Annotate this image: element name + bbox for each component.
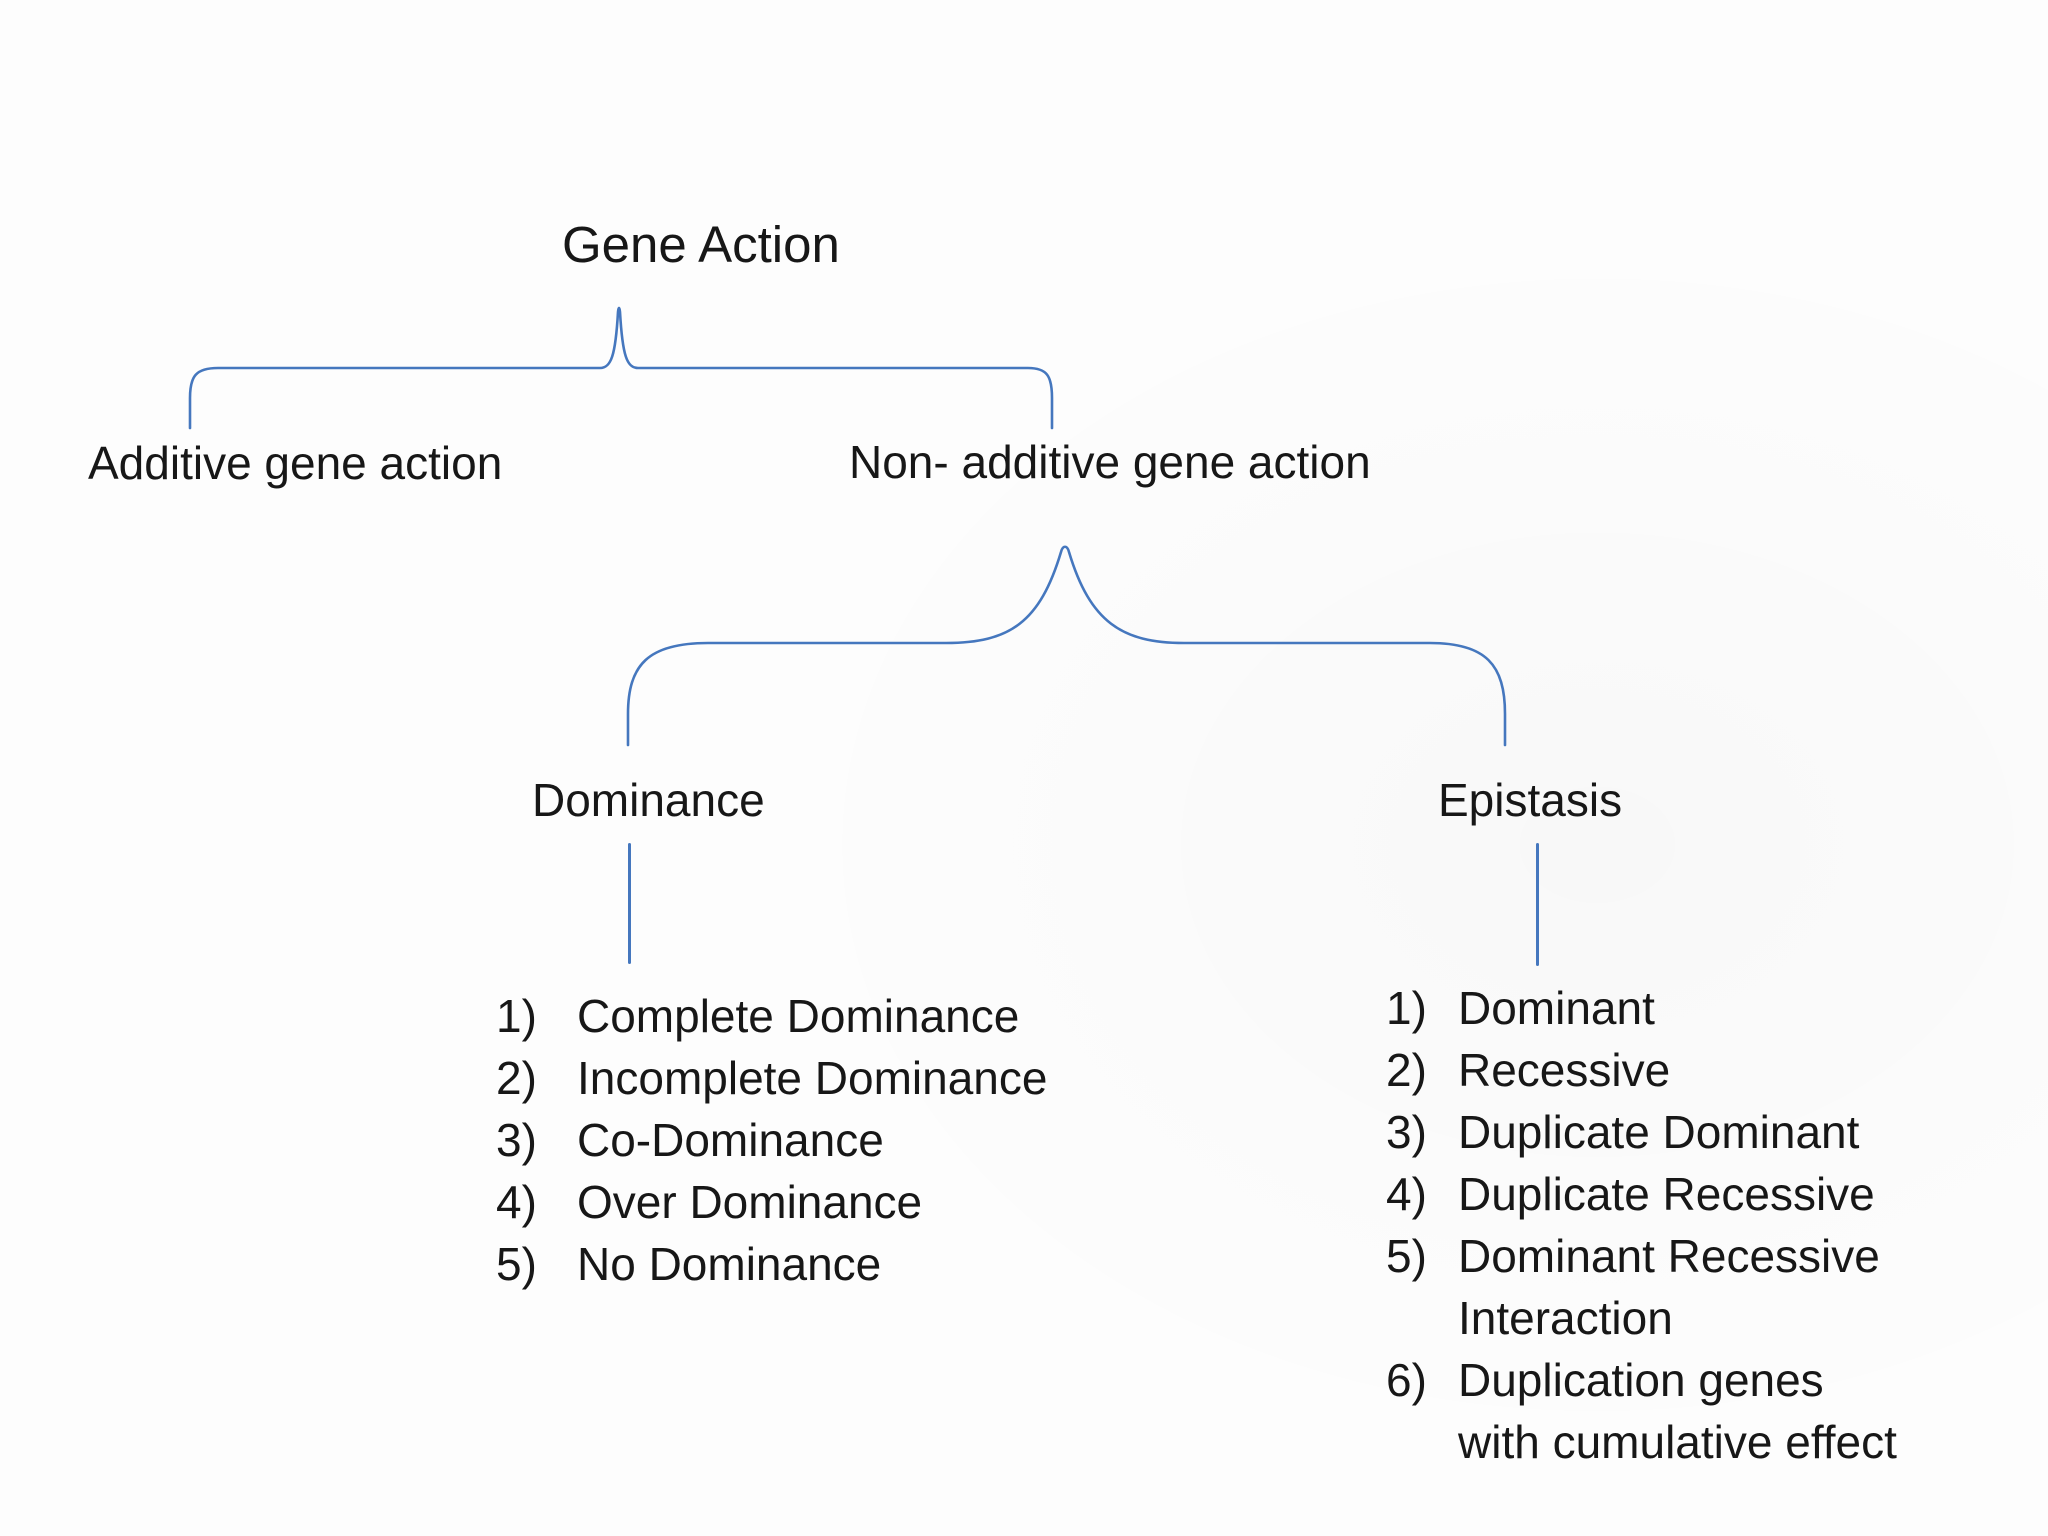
item-number: 2) — [496, 1052, 537, 1104]
item-number: 4) — [1386, 1168, 1427, 1220]
dominance-list: 1) Complete Dominance 2) Incomplete Domi… — [496, 985, 1047, 1295]
item-number: 4) — [496, 1176, 537, 1228]
level2-brace-connector — [626, 545, 1507, 747]
list-item: 3) Co-Dominance — [496, 1109, 1047, 1171]
item-number: 3) — [1386, 1106, 1427, 1158]
list-item: 5) Dominant Recessive Interaction — [1386, 1225, 1897, 1349]
item-number: 5) — [1386, 1230, 1427, 1282]
list-item: 2) Incomplete Dominance — [496, 1047, 1047, 1109]
item-text: Dominant Recessive Interaction — [1458, 1230, 1880, 1344]
item-text: Recessive — [1458, 1044, 1671, 1096]
item-number: 2) — [1386, 1044, 1427, 1096]
item-number: 1) — [496, 990, 537, 1042]
epistasis-list: 1) Dominant 2) Recessive 3) Duplicate Do… — [1386, 977, 1897, 1473]
list-item: 6) Duplication genes with cumulative eff… — [1386, 1349, 1897, 1473]
level1-brace-connector — [188, 306, 1054, 430]
list-item: 5) No Dominance — [496, 1233, 1047, 1295]
list-item: 1) Complete Dominance — [496, 985, 1047, 1047]
epistasis-label: Epistasis — [1438, 774, 1623, 826]
list-item: 4) Duplicate Recessive — [1386, 1163, 1897, 1225]
list-item: 3) Duplicate Dominant — [1386, 1101, 1897, 1163]
item-text: Dominant — [1458, 982, 1655, 1034]
dominance-label: Dominance — [532, 774, 765, 826]
epistasis-connector-line — [1536, 843, 1539, 966]
item-number: 5) — [496, 1238, 537, 1290]
item-number: 1) — [1386, 982, 1427, 1034]
item-text: Complete Dominance — [577, 990, 1020, 1042]
non-additive-gene-action-label: Non- additive gene action — [849, 436, 1371, 488]
item-text: Duplicate Recessive — [1458, 1168, 1875, 1220]
item-text: Duplicate Dominant — [1458, 1106, 1860, 1158]
dominance-connector-line — [628, 843, 631, 964]
item-text: Co-Dominance — [577, 1114, 884, 1166]
item-number: 6) — [1386, 1354, 1427, 1406]
list-item: 2) Recessive — [1386, 1039, 1897, 1101]
item-number: 3) — [496, 1114, 537, 1166]
root-label: Gene Action — [562, 216, 840, 273]
item-text: Incomplete Dominance — [577, 1052, 1048, 1104]
list-item: 1) Dominant — [1386, 977, 1897, 1039]
item-text: No Dominance — [577, 1238, 882, 1290]
list-item: 4) Over Dominance — [496, 1171, 1047, 1233]
item-text: Over Dominance — [577, 1176, 923, 1228]
item-text: Duplication genes with cumulative effect — [1458, 1354, 1897, 1468]
additive-gene-action-label: Additive gene action — [88, 437, 503, 489]
